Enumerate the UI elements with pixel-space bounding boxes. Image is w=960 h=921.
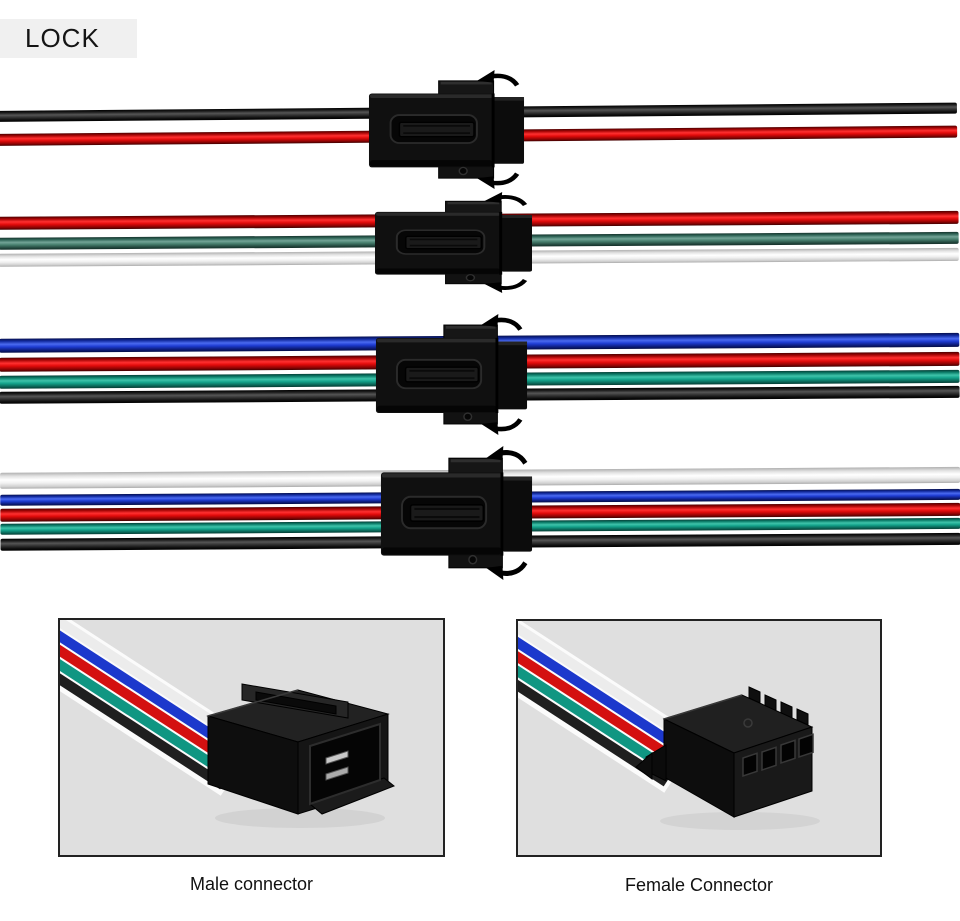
- male-connector-illustration: [60, 620, 395, 828]
- female-connector-illustration: [518, 621, 820, 830]
- sm-connector-pair-icon: [380, 446, 533, 580]
- male-connector-photo: [58, 618, 445, 857]
- male-connector-caption: Male connector: [189, 874, 314, 894]
- female-connector-photo: [516, 619, 882, 857]
- female-connector-caption: Female Connector: [624, 875, 774, 895]
- lock-badge: LOCK: [0, 19, 137, 58]
